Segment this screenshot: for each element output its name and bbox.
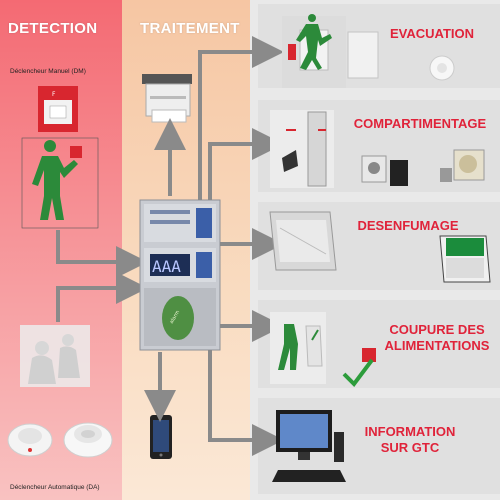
evacuation-person-icon <box>270 312 326 384</box>
sounder-icon <box>429 55 455 81</box>
printer-icon <box>142 74 192 123</box>
manual-trigger-label: Déclencheur Manuel (DM) <box>10 68 86 75</box>
arrow-manual-to-panel <box>56 230 148 278</box>
person-frame <box>21 137 99 229</box>
smoke-detector-icon <box>7 423 53 457</box>
smoke-vent-icon <box>269 211 337 271</box>
auto-trigger-label: Déclencheur Automatique (DA) <box>10 484 100 491</box>
magnetic-holder-icon <box>440 149 485 182</box>
exit-sign-icon <box>282 14 346 88</box>
fire-alarm-panel-icon: AAA alarm <box>139 199 221 351</box>
arrow-to-compartimentage <box>208 128 284 200</box>
detection-header: DETECTION <box>8 20 98 37</box>
information-title: INFORMATION SUR GTC <box>364 424 456 455</box>
svg-text:F: F <box>52 91 56 98</box>
control-box-icon <box>439 235 491 283</box>
smartphone-icon <box>150 415 172 459</box>
coupure-title: COUPURE DES ALIMENTATIONS <box>384 322 490 353</box>
manual-call-point-icon: F <box>38 86 78 132</box>
svg-text:AAA: AAA <box>152 257 181 276</box>
arrow-auto-to-panel <box>56 272 148 322</box>
door-holder-icon <box>361 155 408 186</box>
compartimentage-title: COMPARTIMENTAGE <box>353 116 487 131</box>
power-cut-icon <box>342 348 376 388</box>
person-pressing-button-icon <box>32 140 82 220</box>
heat-detector-icon <box>63 422 113 458</box>
traitement-header: TRAITEMENT <box>140 20 240 37</box>
detection-column <box>0 0 122 500</box>
people-smoke-scene-icon <box>20 325 90 387</box>
computer-workstation-icon <box>272 410 346 482</box>
desenfumage-title: DESENFUMAGE <box>357 218 459 233</box>
evacuation-title: EVACUATION <box>389 26 475 41</box>
alarm-box-icon <box>347 31 379 79</box>
arrow-to-evacuation <box>198 36 284 200</box>
arrow-to-information <box>208 350 284 456</box>
fire-door-icon <box>270 110 334 188</box>
